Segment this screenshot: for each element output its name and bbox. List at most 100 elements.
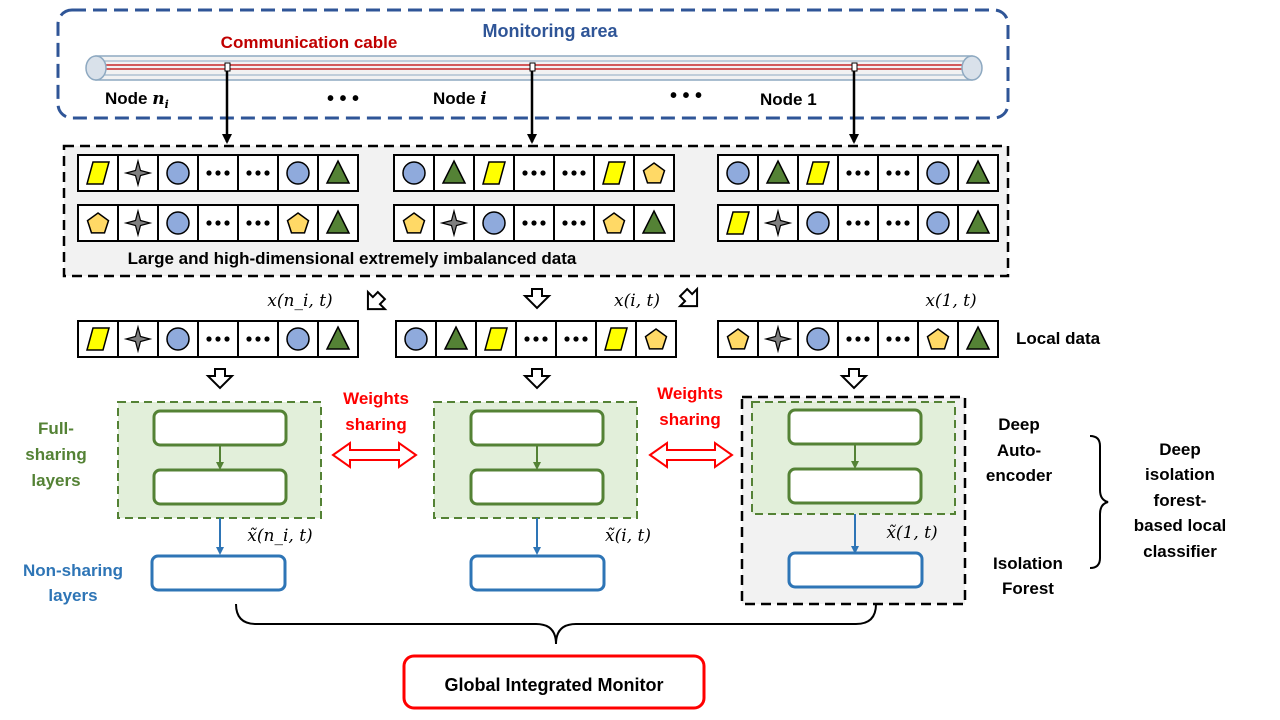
token-circle-icon bbox=[797, 204, 839, 242]
svg-text:Full-: Full- bbox=[38, 419, 74, 438]
token-dots-icon bbox=[837, 204, 879, 242]
svg-text:Forest: Forest bbox=[1002, 579, 1054, 598]
token-dots-icon bbox=[197, 154, 239, 192]
token-parallelogram-icon bbox=[473, 154, 515, 192]
output-label-i: x̃(i, t) bbox=[605, 526, 651, 546]
token-triangle-icon bbox=[957, 204, 999, 242]
token-circle-icon bbox=[157, 154, 199, 192]
hollow-arrows-to-local bbox=[366, 286, 699, 311]
svg-text:layers: layers bbox=[48, 586, 97, 605]
token-star-icon bbox=[117, 204, 159, 242]
token-circle-icon bbox=[277, 320, 319, 358]
svg-text:Weights: Weights bbox=[343, 389, 409, 408]
token-dots-icon bbox=[237, 154, 279, 192]
local-data-label: Local data bbox=[1016, 329, 1101, 348]
token-circle-icon bbox=[797, 320, 839, 358]
svg-text:Isolation: Isolation bbox=[993, 554, 1063, 573]
token-dots-icon bbox=[513, 204, 555, 242]
token-circle-icon bbox=[393, 154, 435, 192]
token-star-icon bbox=[757, 204, 799, 242]
token-dots-icon bbox=[877, 320, 919, 358]
node-label-1: Node 1 bbox=[760, 90, 817, 109]
token-circle-icon bbox=[157, 320, 199, 358]
token-triangle-icon bbox=[957, 154, 999, 192]
token-pentagon-icon bbox=[633, 154, 675, 192]
communication-cable: Communication cable bbox=[85, 33, 983, 81]
monitoring-area-title: Monitoring area bbox=[482, 21, 618, 41]
token-triangle-icon bbox=[757, 154, 799, 192]
token-circle-icon bbox=[917, 204, 959, 242]
token-pentagon-icon bbox=[717, 320, 759, 358]
token-circle-icon bbox=[917, 154, 959, 192]
token-parallelogram-icon bbox=[475, 320, 517, 358]
token-parallelogram-icon bbox=[717, 204, 759, 242]
output-label-1: x̃(1, t) bbox=[886, 523, 937, 543]
deep-autoencoder-label: Deep Auto- encoder bbox=[986, 415, 1053, 485]
output-labels: x̃(n_i, t) x̃(i, t) x̃(1, t) bbox=[247, 523, 937, 546]
non-sharing-label: Non-sharing layers bbox=[23, 561, 123, 605]
svg-text:Deep: Deep bbox=[998, 415, 1040, 434]
token-circle-icon bbox=[157, 204, 199, 242]
token-dots-icon bbox=[237, 204, 279, 242]
token-dots-icon bbox=[837, 320, 879, 358]
token-triangle-icon bbox=[433, 154, 475, 192]
svg-text:isolation: isolation bbox=[1145, 465, 1215, 484]
token-dots-icon bbox=[553, 154, 595, 192]
node-label-i: Node i bbox=[433, 89, 487, 109]
svg-text:Weights: Weights bbox=[657, 384, 723, 403]
svg-text:classifier: classifier bbox=[1143, 542, 1217, 561]
token-triangle-icon bbox=[633, 204, 675, 242]
token-circle-icon bbox=[473, 204, 515, 242]
token-star-icon bbox=[117, 154, 159, 192]
output-label-ni: x̃(n_i, t) bbox=[247, 526, 312, 546]
token-star-icon bbox=[757, 320, 799, 358]
token-parallelogram-icon bbox=[595, 320, 637, 358]
node-labels: Node ni Node i Node 1 • • • • • • bbox=[105, 85, 817, 111]
global-monitor-label: Global Integrated Monitor bbox=[445, 675, 664, 695]
token-star-icon bbox=[117, 320, 159, 358]
input-label-i: x(i, t) bbox=[614, 291, 660, 311]
input-label-1: x(1, t) bbox=[925, 291, 976, 311]
weights-sharing-labels: Weights sharing Weights sharing bbox=[343, 384, 723, 434]
isolation-forest-label: Isolation Forest bbox=[993, 554, 1063, 598]
token-dots-icon bbox=[513, 154, 555, 192]
token-dots-icon bbox=[877, 154, 919, 192]
token-triangle-icon bbox=[435, 320, 477, 358]
full-sharing-label: Full- sharing layers bbox=[25, 419, 86, 490]
data-box-caption: Large and high-dimensional extremely imb… bbox=[128, 249, 577, 268]
token-parallelogram-icon bbox=[797, 154, 839, 192]
ellipsis-left: • • • bbox=[327, 88, 359, 110]
token-pentagon-icon bbox=[277, 204, 319, 242]
non-sharing-layers bbox=[150, 514, 924, 592]
node-label-ni: Node ni bbox=[105, 89, 169, 111]
svg-text:sharing: sharing bbox=[25, 445, 86, 464]
encoder-layers bbox=[152, 408, 923, 506]
svg-text:sharing: sharing bbox=[659, 410, 720, 429]
token-triangle-icon bbox=[317, 320, 359, 358]
token-dots-icon bbox=[837, 154, 879, 192]
token-circle-icon bbox=[717, 154, 759, 192]
weights-sharing-arrows bbox=[331, 441, 734, 469]
token-dots-icon bbox=[197, 204, 239, 242]
token-triangle-icon bbox=[957, 320, 999, 358]
token-pentagon-icon bbox=[635, 320, 677, 358]
svg-text:encoder: encoder bbox=[986, 466, 1053, 485]
svg-text:Auto-: Auto- bbox=[997, 441, 1041, 460]
token-parallelogram-icon bbox=[77, 320, 119, 358]
ellipsis-right: • • • bbox=[670, 85, 702, 107]
cable-label: Communication cable bbox=[221, 33, 398, 52]
global-monitor: Global Integrated Monitor bbox=[402, 654, 706, 710]
input-label-ni: x(n_i, t) bbox=[267, 291, 332, 311]
monitoring-area: Monitoring area bbox=[56, 8, 1010, 120]
svg-text:layers: layers bbox=[31, 471, 80, 490]
token-dots-icon bbox=[237, 320, 279, 358]
svg-text:based local: based local bbox=[1134, 516, 1227, 535]
svg-text:sharing: sharing bbox=[345, 415, 406, 434]
token-dots-icon bbox=[555, 320, 597, 358]
token-dots-icon bbox=[197, 320, 239, 358]
token-circle-icon bbox=[395, 320, 437, 358]
classifier-brace bbox=[1089, 435, 1109, 569]
token-star-icon bbox=[433, 204, 475, 242]
classifier-label: Deep isolation forest- based local class… bbox=[1134, 440, 1227, 561]
